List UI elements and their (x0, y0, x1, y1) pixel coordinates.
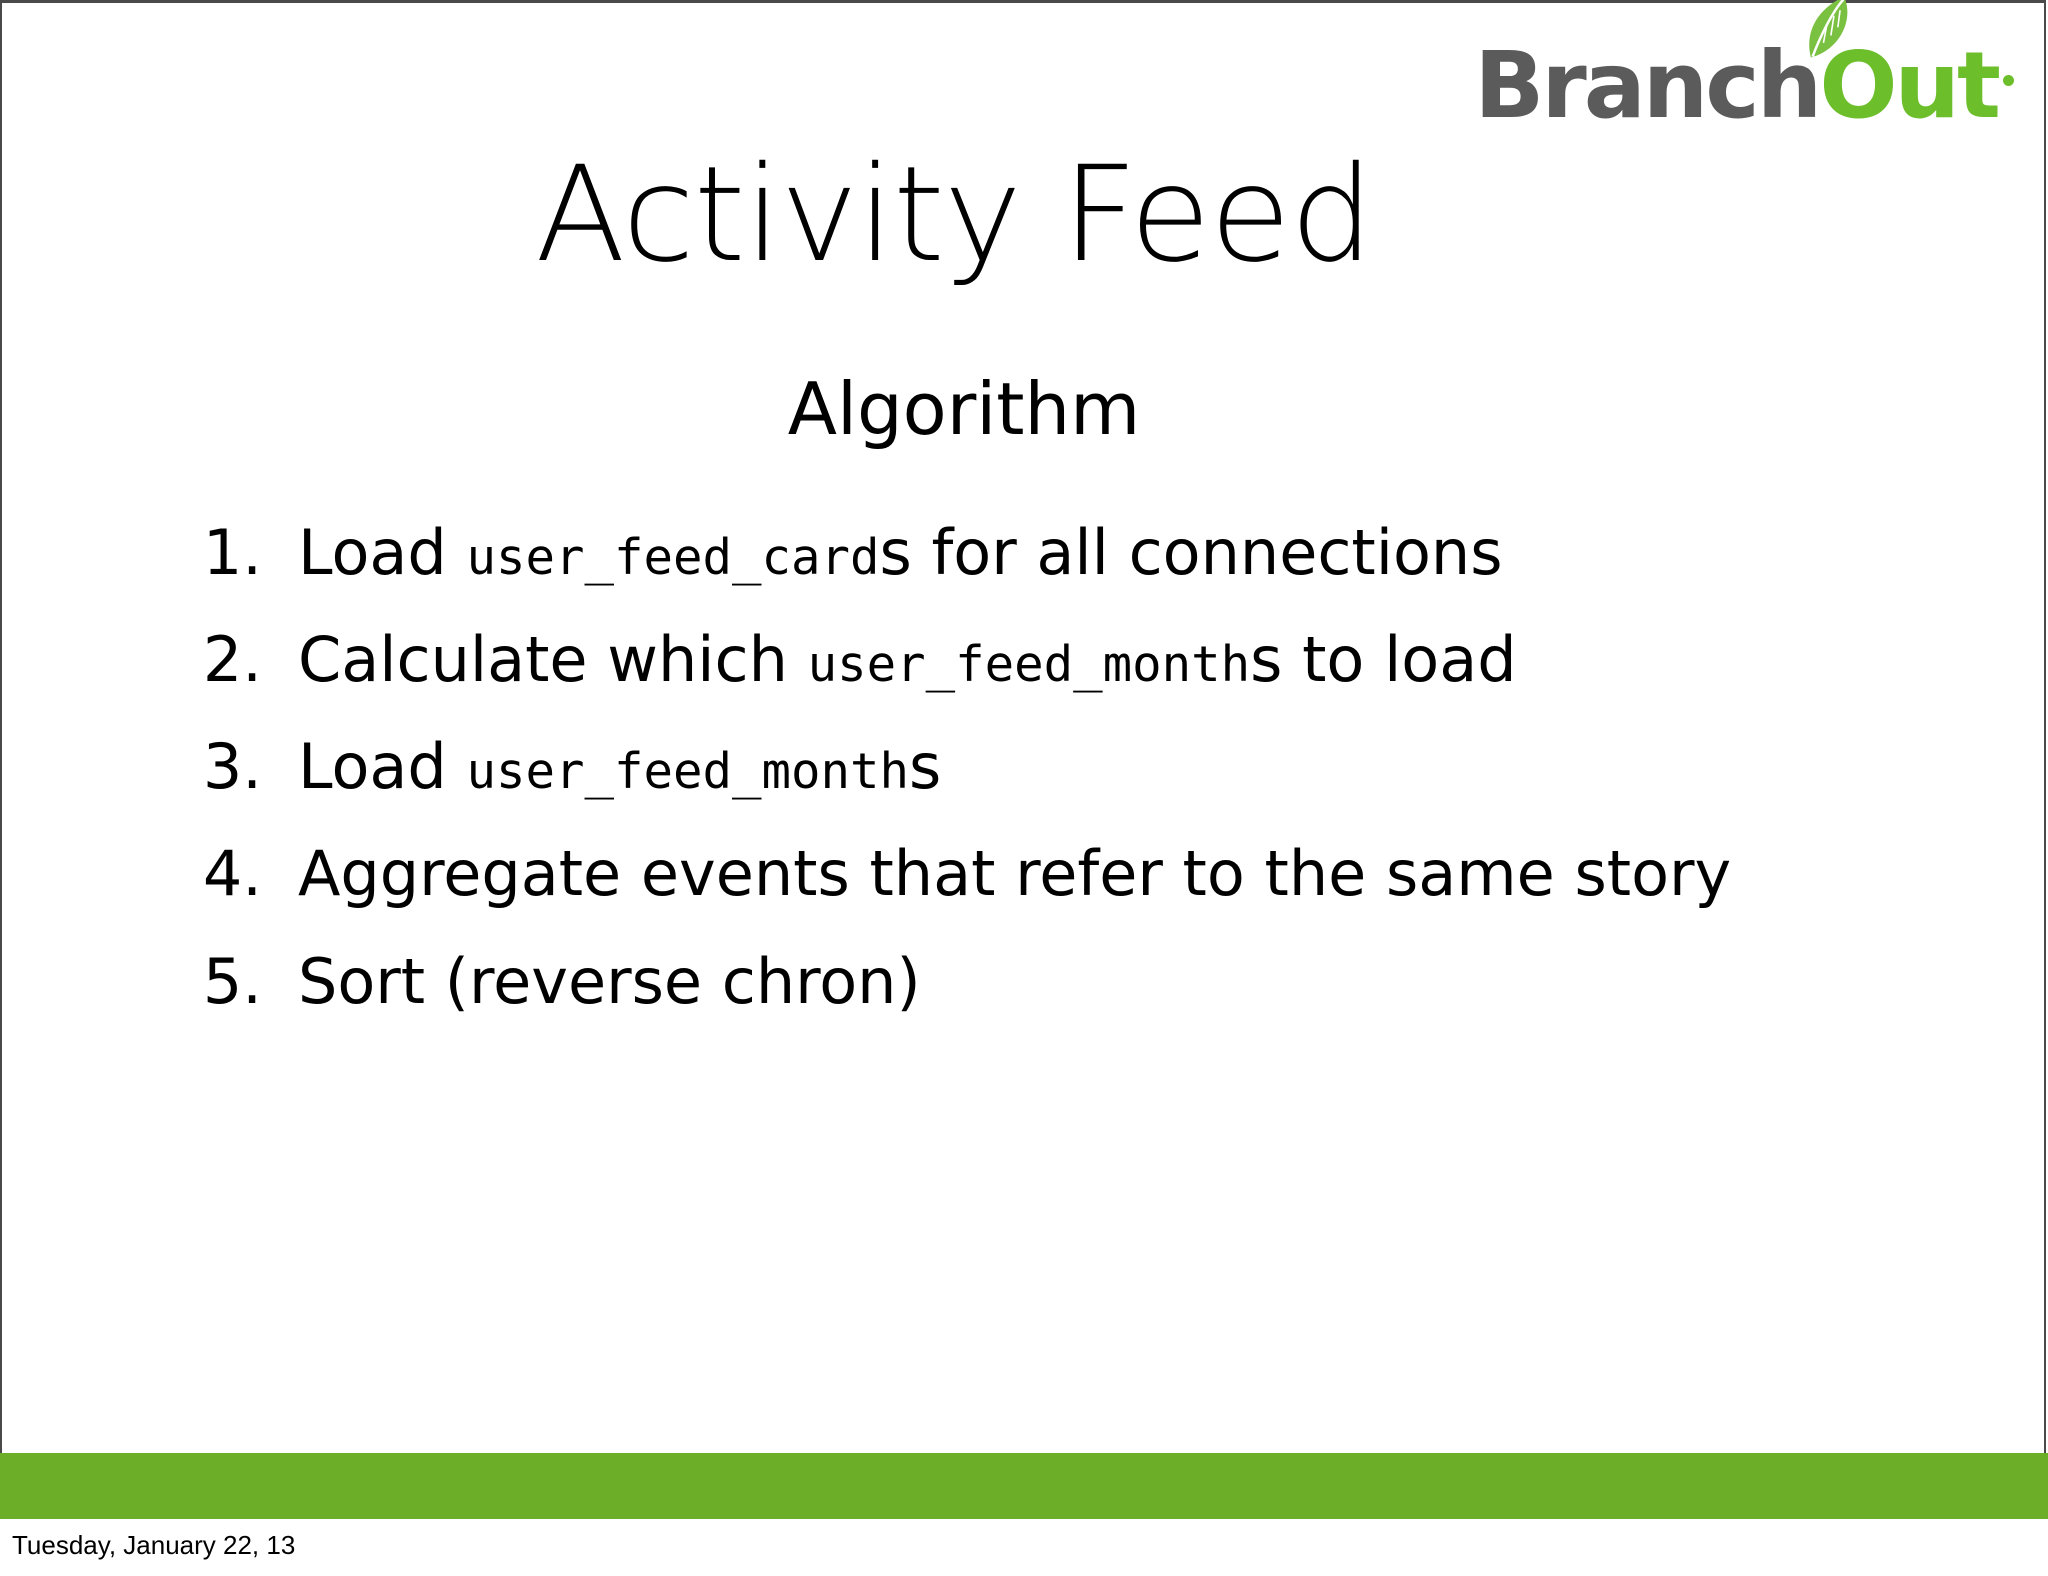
step-text-post: s (908, 730, 942, 804)
step-text: Load user_feed_months (298, 730, 1928, 803)
footer-date: Tuesday, January 22, 13 (12, 1530, 296, 1560)
step-number: 3. (202, 730, 262, 804)
code-token: user_feed_card (466, 529, 880, 586)
step-number: 1. (202, 516, 262, 589)
page-title: Activity Feed (535, 138, 1374, 292)
step-text-post: s for all connections (879, 516, 1503, 589)
page-subtitle: Algorithm (787, 367, 1141, 451)
list-item: 5. Sort (reverse chron) (198, 945, 1928, 1018)
step-text-pre: Load (298, 730, 467, 804)
list-item: 2. Calculate which user_feed_months to l… (198, 623, 1928, 696)
list-item: 1. Load user_feed_cards for all connecti… (198, 516, 1928, 589)
step-text: Calculate which user_feed_months to load (298, 623, 1928, 696)
list-item: 4. Aggregate events that refer to the sa… (198, 837, 1928, 910)
logo-out-label: Out (1819, 32, 2001, 139)
step-text: Sort (reverse chron) (298, 945, 1928, 1018)
step-number: 5. (202, 944, 262, 1018)
logo-text-branch: Branch (1474, 32, 1822, 139)
algorithm-step-list: 1. Load user_feed_cards for all connecti… (198, 516, 1928, 1052)
code-token: user_feed_month (466, 743, 909, 801)
step-text-pre: Sort (reverse chron) (298, 944, 921, 1018)
trademark-icon (2003, 75, 2014, 86)
step-text: Load user_feed_cards for all connections (298, 516, 1928, 589)
step-text-pre: Calculate which (298, 623, 808, 697)
leaf-icon (1809, 0, 1848, 58)
list-item: 3. Load user_feed_months (198, 730, 1928, 803)
code-token: user_feed_month (807, 636, 1251, 694)
step-text-post: s to load (1250, 623, 1517, 697)
step-number: 4. (202, 837, 262, 911)
step-text-pre: Load (298, 516, 467, 589)
step-text-pre: Aggregate events that refer to the same … (298, 837, 1732, 911)
footer-accent-bar (0, 1453, 2048, 1519)
step-text: Aggregate events that refer to the same … (298, 837, 1928, 910)
logo-text-out: Out (1809, 0, 2001, 132)
step-number: 2. (202, 623, 262, 697)
branchout-logo: Branch Out (1474, 0, 2014, 139)
